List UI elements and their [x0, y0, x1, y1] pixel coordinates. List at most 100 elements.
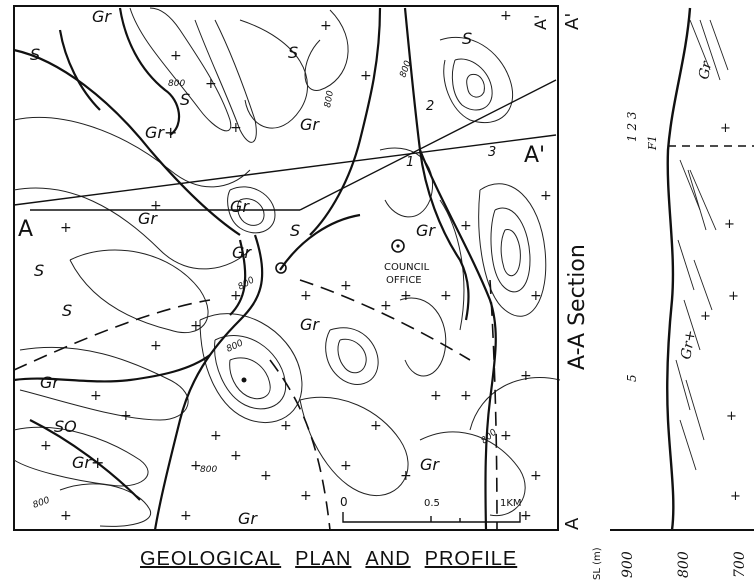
contour-label: 800: [168, 79, 185, 89]
svg-text:+: +: [460, 388, 472, 404]
fault-lines: [13, 279, 498, 531]
unit-label: Gr: [416, 221, 436, 240]
svg-text:+: +: [400, 468, 412, 484]
svg-text:+: +: [530, 468, 542, 484]
unit-label: Gr: [230, 197, 250, 216]
profile-granite-symbols: +++ +++: [700, 121, 741, 504]
unit-label: S: [62, 301, 72, 320]
svg-text:+: +: [430, 388, 442, 404]
council-office-label-2: OFFICE: [386, 275, 422, 286]
svg-text:+: +: [730, 489, 741, 504]
svg-text:+: +: [300, 488, 312, 504]
unit-label: Gr: [300, 315, 320, 334]
svg-text:+: +: [180, 508, 192, 524]
profile-label-5: 5: [625, 374, 639, 382]
svg-text:+: +: [400, 288, 412, 304]
profile-gr-label-2: Gr+: [678, 329, 699, 361]
svg-text:+: +: [500, 428, 512, 444]
svg-text:+: +: [230, 288, 242, 304]
section-number: 2: [426, 99, 434, 114]
svg-text:+: +: [370, 418, 382, 434]
svg-text:+: +: [720, 121, 731, 136]
map-panel: +++ +++ +++ +++ +++ +++ +++ +++ +++ +++ …: [13, 5, 561, 531]
unit-label: S: [30, 45, 40, 64]
svg-text:+: +: [520, 508, 532, 524]
survey-point-icon: [275, 262, 287, 274]
svg-text:+: +: [520, 368, 532, 384]
svg-text:+: +: [380, 298, 392, 314]
svg-text:+: +: [440, 288, 452, 304]
section-end-a-label: A: [18, 217, 33, 242]
unit-label: SO: [54, 417, 77, 436]
profile-label-numbers: 1 2 3: [625, 111, 639, 142]
contour-label: 800: [237, 275, 257, 292]
spot-point-icon: [241, 377, 247, 383]
section-end-a-label-strip: A: [562, 517, 583, 530]
svg-text:+: +: [190, 318, 202, 334]
svg-text:+: +: [300, 288, 312, 304]
caption-word: AND: [365, 548, 411, 570]
council-office-label: COUNCIL: [384, 262, 430, 273]
contour-label: 800: [200, 465, 217, 475]
elevation-tick-800: 800: [676, 551, 692, 578]
profile-label-fault: F1: [646, 135, 659, 151]
svg-text:+: +: [260, 468, 272, 484]
svg-text:+: +: [726, 409, 737, 424]
svg-text:+: +: [500, 8, 512, 24]
svg-text:+: +: [40, 438, 52, 454]
unit-label: S: [462, 29, 472, 48]
svg-text:+: +: [360, 68, 372, 84]
svg-text:+: +: [120, 408, 132, 424]
svg-text:+: +: [150, 338, 162, 354]
contour-label: 800: [32, 495, 52, 510]
section-number: 3: [488, 145, 496, 160]
svg-text:+: +: [60, 220, 72, 236]
map-unit-labels: Gr S S Gr+ S Gr S S Gr Gr S Gr Gr SO Gr+…: [30, 7, 472, 528]
unit-label: S: [288, 43, 298, 62]
profile-ground-line: [666, 7, 692, 531]
unit-label: Gr: [40, 373, 60, 392]
scale-mid-label: 0.5: [424, 498, 440, 509]
profile-hatching: [675, 19, 729, 471]
unit-label: Gr: [420, 455, 440, 474]
scale-zero-label: 0: [340, 495, 348, 509]
svg-text:+: +: [230, 448, 242, 464]
profile-gr-label: Gr: [696, 59, 715, 81]
unit-label: Gr: [232, 243, 252, 262]
caption-word: PLAN: [295, 548, 352, 570]
section-end-a-prime-label: A': [562, 13, 583, 30]
unit-label: Gr: [92, 7, 112, 26]
unit-label: S: [34, 261, 44, 280]
granite-symbols: +++ +++ +++ +++ +++ +++ +++ +++ +++ +++ …: [40, 8, 552, 524]
svg-text:+: +: [230, 120, 242, 136]
section-number: 1: [406, 155, 414, 170]
section-lines: [13, 79, 557, 211]
svg-text:+: +: [724, 217, 735, 232]
council-office-dot-icon: [396, 244, 400, 248]
svg-text:+: +: [540, 188, 552, 204]
svg-text:+: +: [320, 18, 332, 34]
svg-text:+: +: [700, 309, 711, 324]
svg-text:+: +: [150, 198, 162, 214]
svg-text:+: +: [170, 48, 182, 64]
elevation-tick-700: 700: [732, 551, 748, 578]
unit-label: Gr+: [145, 123, 177, 142]
contour-label: 800: [323, 90, 336, 109]
council-office-marker-icon: [391, 239, 405, 253]
svg-text:+: +: [60, 508, 72, 524]
scale-bar: [342, 512, 521, 523]
geological-boundaries: [13, 7, 497, 531]
unit-label: Gr: [138, 209, 158, 228]
section-strip: A-A Section A' A: [557, 6, 590, 530]
contour-label: 800: [225, 338, 245, 354]
svg-text:+: +: [530, 288, 542, 304]
svg-text:+: +: [205, 76, 217, 92]
section-end-a-prime-mid-label: A': [524, 143, 545, 168]
scale-end-label: 1KM: [500, 498, 522, 509]
section-end-a-prime-top-label: A': [531, 15, 550, 30]
contour-lines: [13, 7, 561, 527]
elevation-tick-900: 900: [620, 551, 636, 578]
svg-text:+: +: [210, 428, 222, 444]
elevation-unit-label: SL (m): [592, 547, 603, 580]
